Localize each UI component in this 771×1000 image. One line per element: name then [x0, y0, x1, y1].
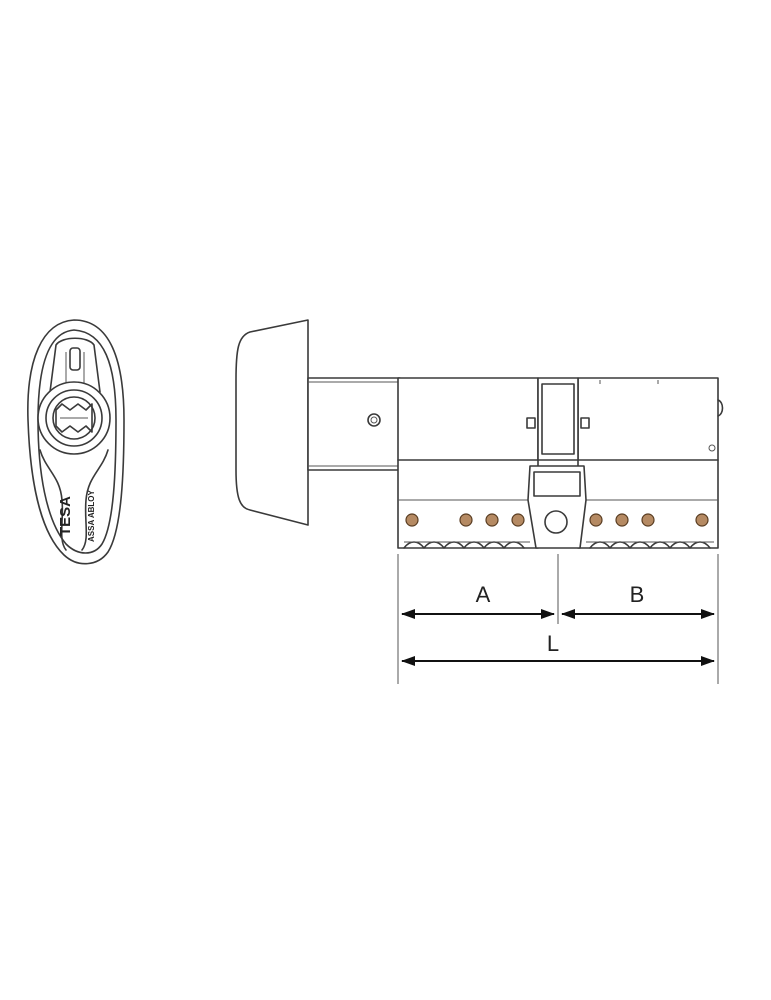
dimension-a-label: A: [476, 582, 491, 607]
dimension-b-label: B: [630, 582, 645, 607]
front-view: TESA ASSA ABLOY: [27, 319, 125, 565]
front-logo: TESA: [57, 496, 74, 536]
cam: [527, 465, 587, 549]
dimension-l-label: L: [547, 631, 559, 656]
dimension-lines: A B L: [397, 554, 719, 684]
knob-shaft: [307, 377, 401, 471]
front-sub-logo: ASSA ABLOY: [87, 489, 96, 542]
side-view: [235, 319, 724, 549]
thumbturn-knob: [235, 319, 309, 526]
